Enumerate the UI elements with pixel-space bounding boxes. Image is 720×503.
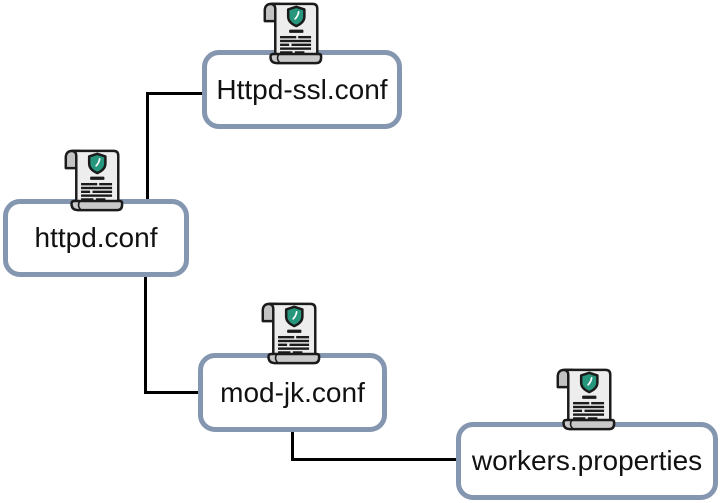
- edge-modjk-to-workers-vertical: [291, 432, 294, 461]
- edge-httpd-to-ssl-vertical: [146, 92, 149, 199]
- node-label: workers.properties: [471, 445, 703, 476]
- node-mod-jk-conf: mod-jk.conf: [198, 353, 387, 432]
- edge-modjk-to-workers-horizontal: [291, 458, 458, 461]
- scroll-document-shield-icon: [553, 366, 616, 433]
- scroll-document-shield-icon: [258, 300, 321, 367]
- node-label: httpd.conf: [34, 222, 158, 253]
- scroll-document-shield-icon: [260, 0, 323, 67]
- scroll-document-shield-icon: [61, 147, 124, 214]
- node-workers-properties: workers.properties: [456, 422, 718, 500]
- edge-httpd-to-ssl-horizontal: [146, 92, 203, 95]
- edge-httpd-to-modjk-horizontal: [144, 391, 200, 394]
- edge-httpd-to-modjk-vertical: [144, 277, 147, 394]
- node-label: mod-jk.conf: [220, 376, 365, 408]
- node-label: Httpd-ssl.conf: [216, 73, 388, 105]
